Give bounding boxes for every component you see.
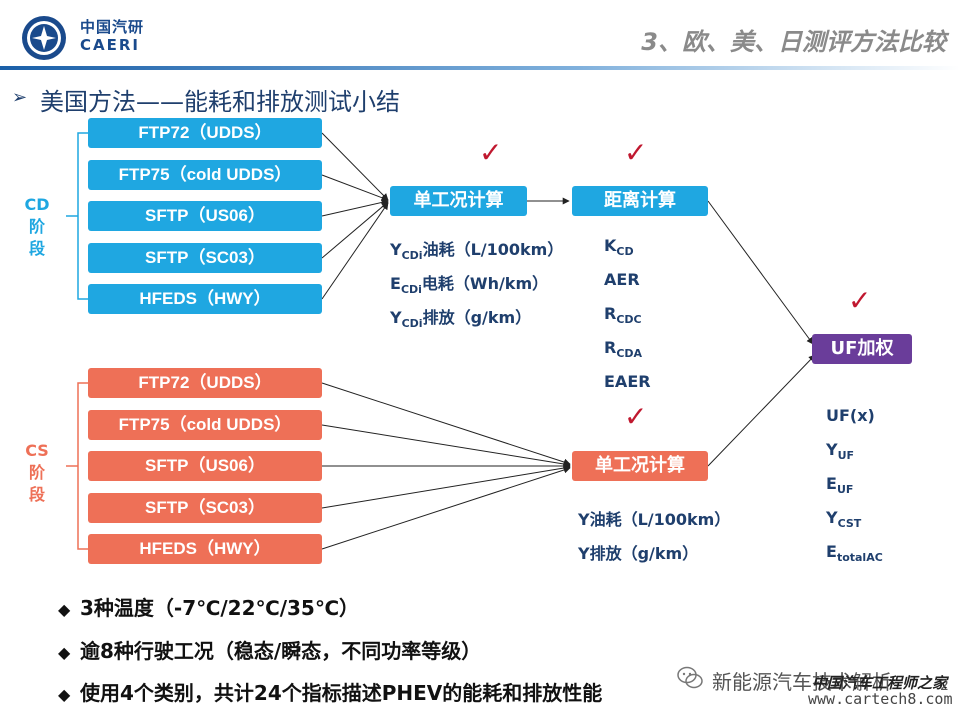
uf-result-ycst: YCST (826, 508, 862, 531)
cd-phase-label: CD 阶 段 (20, 194, 54, 260)
cs-result-fuel: Y油耗（L/100km） (578, 510, 731, 529)
cs-arrow-2 (321, 424, 571, 468)
title-divider (0, 66, 960, 70)
cd-cycle-ftp72: FTP72（UDDS） (88, 118, 322, 148)
bullet-text: 使用4个类别，共计24个指标描述PHEV的能耗和排放性能 (80, 681, 603, 705)
checkmark-icon: ✓ (624, 400, 648, 433)
bullet-item: ◆ 使用4个类别，共计24个指标描述PHEV的能耗和排放性能 (58, 677, 602, 706)
cs-bracket (77, 382, 88, 550)
distance-result-aer: AER (604, 270, 640, 289)
distance-result-kcd: KCD (604, 236, 634, 259)
cs-arrow-1 (321, 382, 571, 466)
section-heading: 美国方法——能耗和排放测试小结 (40, 88, 400, 116)
distance-result-rcdc: RCDC (604, 304, 642, 327)
arrow-bullet-icon: ➢ (12, 87, 28, 108)
watermark-account-name: 新能源汽车技术解析 (712, 670, 892, 694)
watermark-url: www.cartech8.com (808, 690, 953, 708)
cd-single-calc-box: 单工况计算 (390, 186, 527, 216)
uf-result-etotalac: EtotalAC (826, 542, 883, 565)
logo-chinese-name: 中国汽研 (80, 18, 145, 36)
checkmark-icon: ✓ (479, 136, 503, 169)
cd-distance-calc-box: 距离计算 (572, 186, 708, 216)
logo-english-name: CAERI (80, 36, 140, 54)
cd-cycle-us06: SFTP（US06） (88, 201, 322, 231)
cs-cycle-ftp72: FTP72（UDDS） (88, 368, 322, 398)
bullet-item: ◆ 3种温度（-7℃/22℃/35℃） (58, 592, 359, 621)
cd-result-emission: YCDi排放（g/km） (390, 308, 532, 331)
uf-weighting-box: UF加权 (812, 334, 912, 364)
uf-result-euf: EUF (826, 474, 854, 497)
cd-arrow-2 (321, 174, 389, 202)
cs-cycle-ftp75: FTP75（cold UDDS） (88, 410, 322, 440)
cd-arrow-3 (321, 198, 389, 217)
cd-cycle-hwy: HFEDS（HWY） (88, 284, 322, 314)
slide-title: 3、欧、美、日测评方法比较 (641, 28, 946, 56)
cd-cycle-sc03: SFTP（SC03） (88, 243, 322, 273)
distance-result-eaer: EAER (604, 372, 651, 391)
cs-phase-label: CS 阶 段 (20, 440, 54, 506)
cs-result-emission: Y排放（g/km） (578, 544, 699, 563)
diamond-bullet-icon: ◆ (58, 643, 71, 662)
cs-phase-label-line: 段 (28, 485, 45, 504)
caeri-logo (22, 16, 66, 60)
diamond-bullet-icon: ◆ (58, 600, 71, 619)
checkmark-icon: ✓ (624, 136, 648, 169)
cd-bracket (77, 132, 88, 300)
diamond-bullet-icon: ◆ (58, 685, 71, 704)
uf-result-yuf: YUF (826, 440, 855, 463)
cs-cycle-us06: SFTP（US06） (88, 451, 322, 481)
cd-arrow-4 (321, 201, 389, 259)
cd-result-fuel: YCDi油耗（L/100km） (390, 240, 564, 263)
cs-single-calc-box: 单工况计算 (572, 451, 708, 481)
distance-result-rcda: RCDA (604, 338, 643, 361)
cs-phase-label-line: CS (25, 441, 49, 460)
cs-cycle-hwy: HFEDS（HWY） (88, 534, 322, 564)
checkmark-icon: ✓ (848, 284, 872, 317)
uf-result-ufx: UF(x) (826, 406, 875, 425)
cd-arrow-1 (321, 132, 389, 201)
cs-cycle-sc03: SFTP（SC03） (88, 493, 322, 523)
bullet-text: 3种温度（-7℃/22℃/35℃） (80, 596, 360, 620)
cs-arrow-4 (321, 464, 571, 509)
cd-phase-label-line: 段 (28, 239, 45, 258)
cs-phase-label-line: 阶 (28, 463, 45, 482)
bullet-text: 逾8种行驶工况（稳态/瞬态，不同功率等级） (80, 639, 482, 663)
cd-arrow-5 (321, 202, 389, 300)
cs-arrow-5 (321, 466, 571, 550)
wechat-icon (677, 666, 703, 689)
cd-phase-label-line: 阶 (28, 217, 45, 236)
cd-cycle-ftp75: FTP75（cold UDDS） (88, 160, 322, 190)
cd-result-electric: ECDi电耗（Wh/km） (390, 274, 549, 297)
bullet-item: ◆ 逾8种行驶工况（稳态/瞬态，不同功率等级） (58, 635, 481, 664)
cd-phase-label-line: CD (24, 195, 50, 214)
watermark-brand: 中国汽车工程师之家 (812, 674, 948, 692)
page-number: 2 (940, 678, 949, 694)
distance-to-uf-arrow (707, 200, 814, 345)
cs-to-uf-arrow (707, 354, 816, 467)
